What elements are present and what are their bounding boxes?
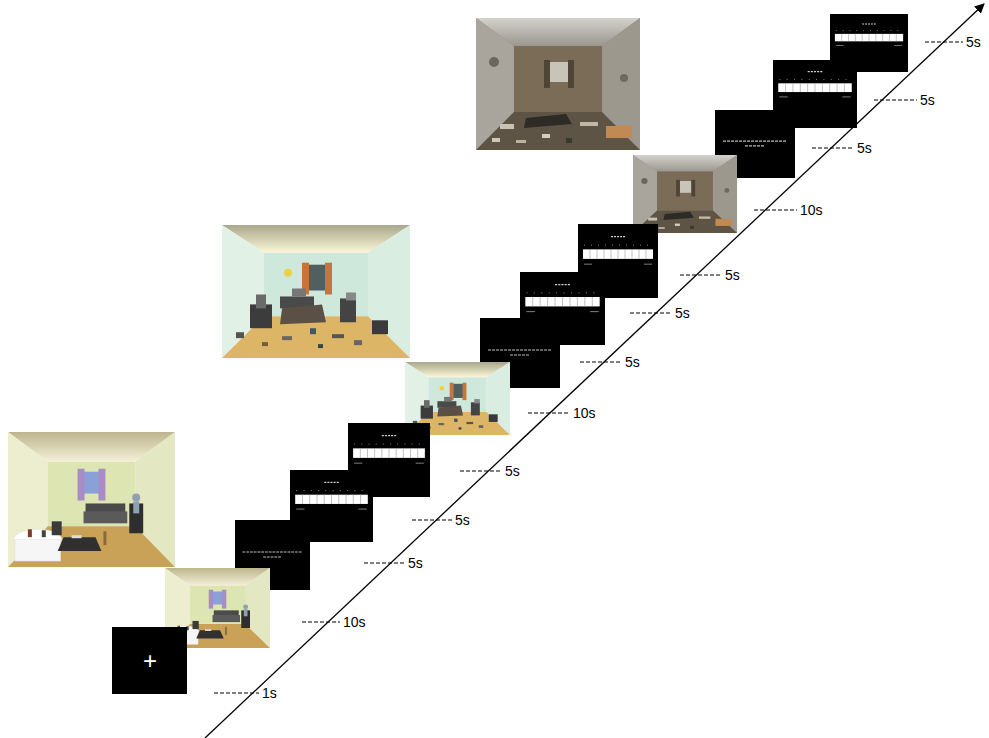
duration-label: 10s bbox=[800, 202, 823, 218]
duration-label: 5s bbox=[455, 512, 470, 528]
duration-label: 10s bbox=[343, 614, 366, 630]
duration-label: 5s bbox=[505, 463, 520, 479]
duration-label: 5s bbox=[408, 555, 423, 571]
duration-label: 10s bbox=[573, 405, 596, 421]
fixation-cross: + bbox=[143, 649, 157, 673]
duration-label: 5s bbox=[920, 92, 935, 108]
duration-label: 5s bbox=[857, 140, 872, 156]
duration-label: 1s bbox=[262, 685, 277, 701]
duration-label: 5s bbox=[625, 354, 640, 370]
duration-label: 5s bbox=[966, 34, 981, 50]
duration-label: 5s bbox=[675, 305, 690, 321]
duration-label: 5s bbox=[725, 267, 740, 283]
